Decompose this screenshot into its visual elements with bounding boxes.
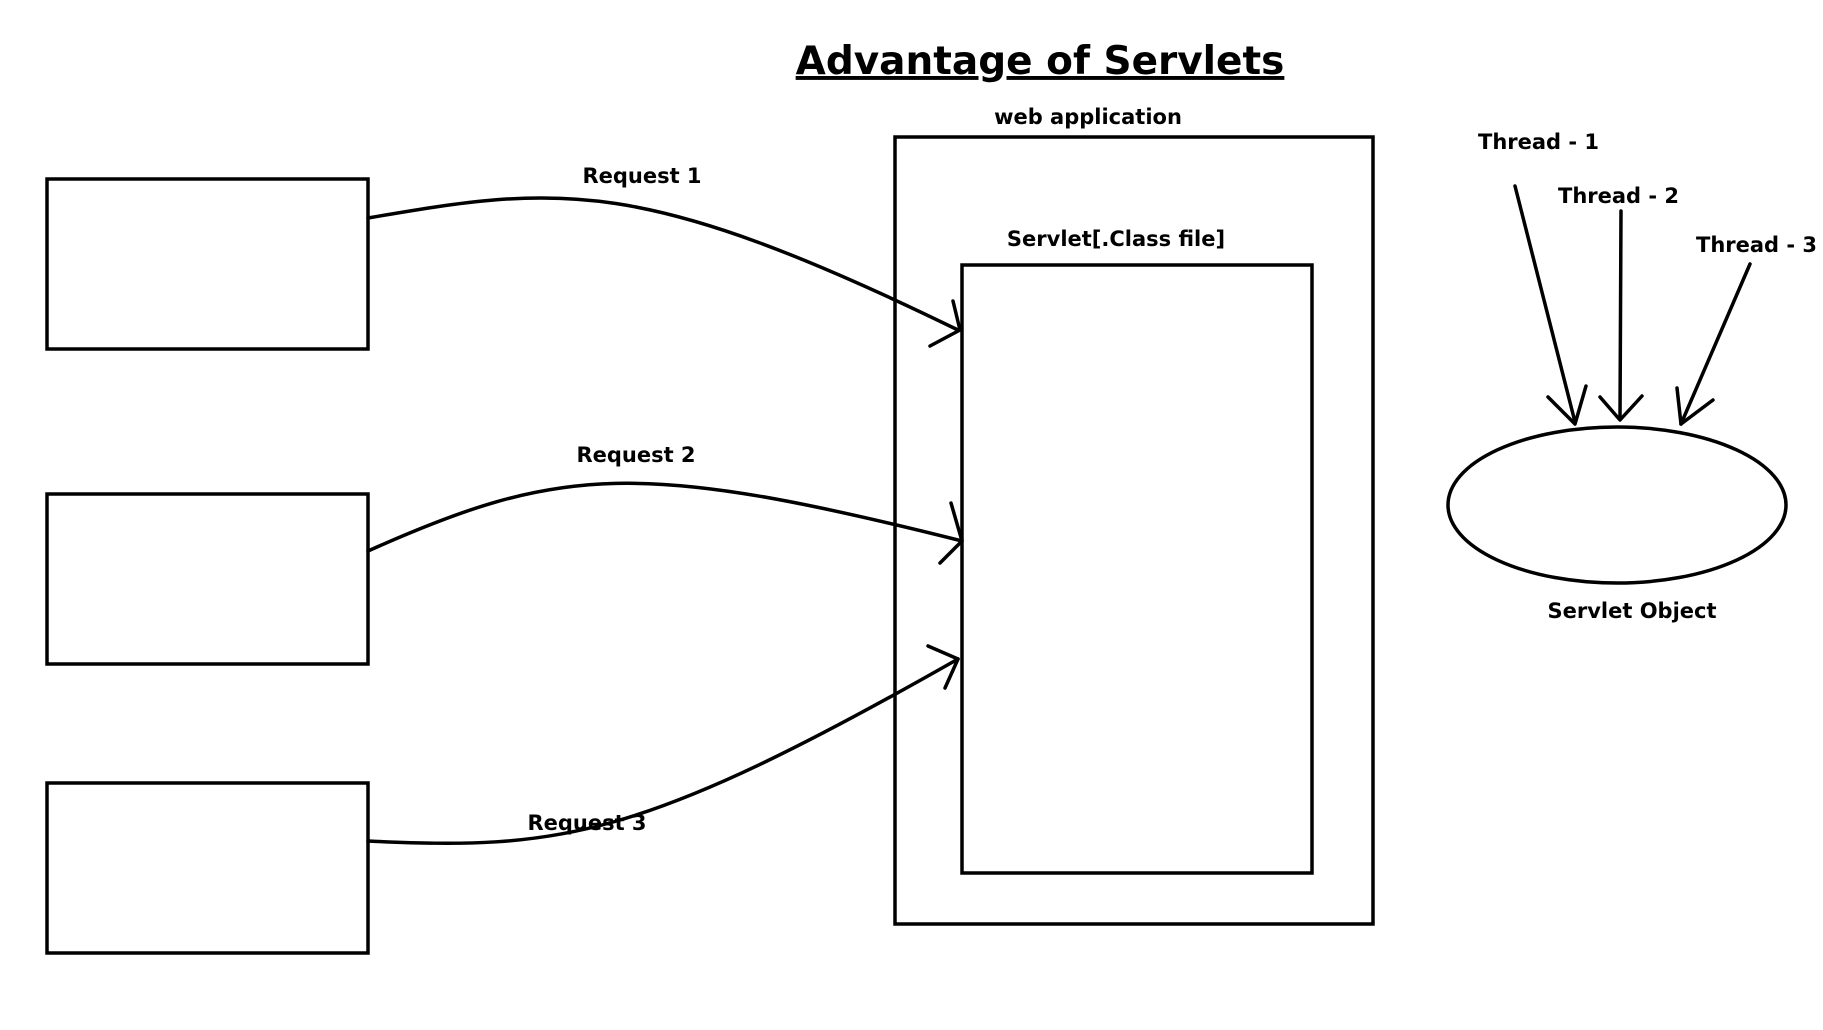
- request-3-arrow: [366, 657, 960, 846]
- diagram-title: Advantage of Servlets: [796, 39, 1285, 84]
- request-1-arrowhead: [928, 299, 962, 348]
- client-box-3: [45, 781, 370, 955]
- client-box-2: [45, 492, 370, 666]
- thread-3-arrowhead: [1675, 386, 1715, 426]
- servlet-class-box: [960, 263, 1314, 875]
- request-3-label: Request 3: [527, 811, 646, 835]
- request-2-label: Request 2: [576, 443, 695, 467]
- request-3-arrowhead: [926, 644, 960, 690]
- request-2-arrow: [366, 481, 964, 553]
- thread-3-arrow: [1679, 262, 1752, 426]
- web-application-label: web application: [994, 105, 1182, 129]
- client-box-1: [45, 177, 370, 351]
- thread-3-label: Thread - 3: [1696, 233, 1817, 257]
- request-1-label: Request 1: [582, 164, 701, 188]
- thread-1-arrowhead: [1546, 384, 1588, 426]
- servlet-class-label: Servlet[.Class file]: [1007, 227, 1225, 251]
- thread-1-label: Thread - 1: [1478, 130, 1599, 154]
- thread-2-arrowhead: [1598, 394, 1644, 422]
- thread-2-label: Thread - 2: [1558, 184, 1679, 208]
- request-1-arrow: [366, 196, 960, 332]
- web-application-box: [893, 135, 1375, 926]
- thread-2-arrow: [1618, 209, 1623, 420]
- request-2-arrowhead: [938, 501, 964, 565]
- servlet-object-label: Servlet Object: [1547, 599, 1716, 623]
- thread-1-arrow: [1513, 184, 1577, 424]
- servlet-object-ellipse: [1446, 425, 1788, 585]
